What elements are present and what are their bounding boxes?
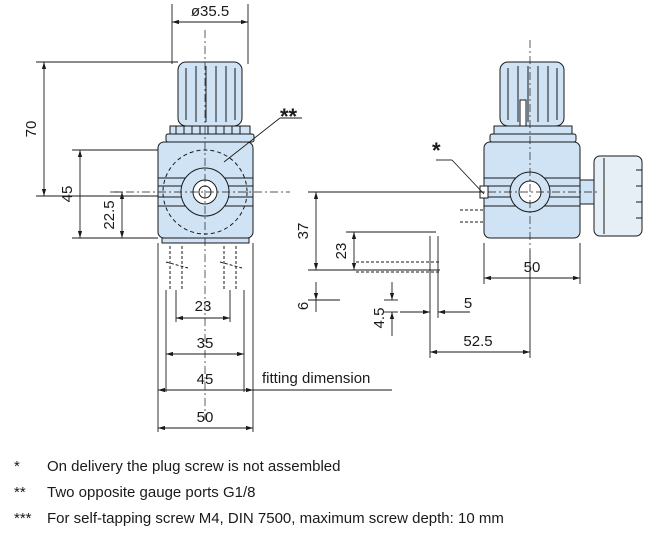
pressure-gauge bbox=[593, 155, 643, 237]
side-view bbox=[356, 40, 643, 273]
side-mounting-holes bbox=[356, 209, 484, 273]
footnote-2-text: Two opposite gauge ports G1/8 bbox=[47, 484, 256, 501]
dim-37: 37 bbox=[295, 223, 312, 240]
dim-6: 6 bbox=[295, 302, 312, 310]
side-dimension-lines bbox=[308, 159, 581, 358]
technical-drawing: ø35.5 70 45 22.5 23 35 45 fitting dimens… bbox=[23, 3, 643, 432]
adjusting-knob bbox=[165, 61, 255, 143]
front-dimension-lines bbox=[36, 4, 392, 432]
regulator-body bbox=[157, 141, 254, 244]
dim-4-5: 4.5 bbox=[371, 308, 388, 329]
dim-diameter: ø35.5 bbox=[191, 3, 229, 20]
dim-52-5: 52.5 bbox=[463, 333, 492, 350]
footnote-1-mark: * bbox=[14, 458, 20, 475]
dimension-labels: ø35.5 70 45 22.5 23 35 45 fitting dimens… bbox=[23, 3, 540, 426]
dim-50-side: 50 bbox=[524, 259, 541, 276]
dim-50-front: 50 bbox=[197, 409, 214, 426]
fitting-dimension-label: fitting dimension bbox=[262, 370, 370, 387]
marker-double-star: ** bbox=[280, 104, 298, 129]
dim-23-side: 23 bbox=[333, 243, 350, 260]
side-body bbox=[479, 141, 595, 239]
dim-45-vertical: 45 bbox=[59, 186, 76, 203]
footnote-3-text: For self-tapping screw M4, DIN 7500, max… bbox=[47, 510, 504, 527]
footnote-1-text: On delivery the plug screw is not assemb… bbox=[47, 458, 341, 475]
dim-45-horizontal: 45 bbox=[197, 371, 214, 388]
dim-5: 5 bbox=[464, 295, 472, 312]
mounting-holes bbox=[165, 246, 243, 290]
dim-35: 35 bbox=[197, 335, 214, 352]
dim-22-5: 22.5 bbox=[101, 200, 118, 229]
dim-23-front: 23 bbox=[195, 298, 212, 315]
front-view bbox=[110, 30, 290, 420]
dim-70: 70 bbox=[23, 121, 40, 138]
marker-single-star: * bbox=[432, 138, 441, 163]
footnote-3-mark: *** bbox=[14, 510, 32, 527]
footnote-2-mark: ** bbox=[14, 484, 26, 501]
side-knob bbox=[489, 61, 577, 143]
